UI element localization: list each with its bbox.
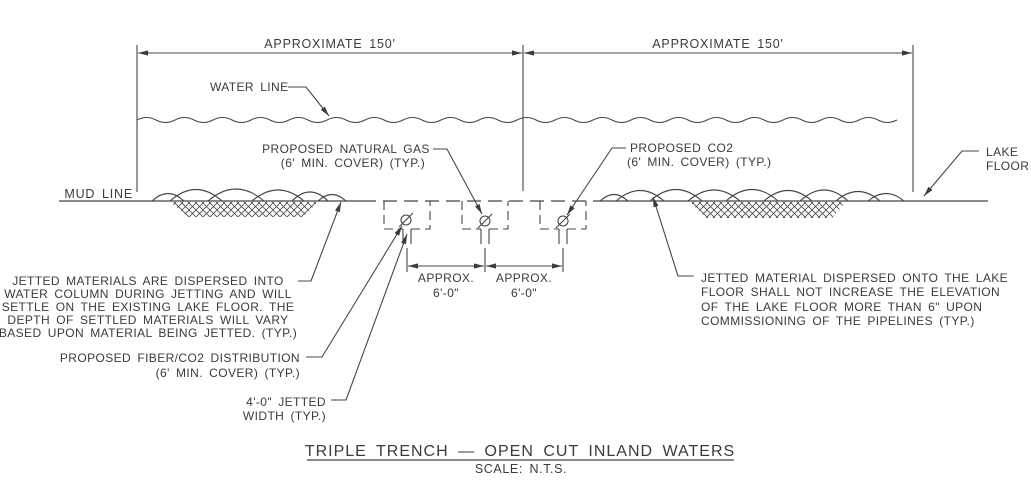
natural-gas-label-line2: (6' MIN. COVER) (TYP.) xyxy=(281,156,425,170)
note-jetted-material-right: JETTED MATERIAL DISPERSED ONTO THE LAKE … xyxy=(652,196,1008,328)
callout-natural-gas: PROPOSED NATURAL GAS (6' MIN. COVER) (TY… xyxy=(262,142,483,215)
trench-2-outline xyxy=(461,201,509,230)
water-surface: WATER LINE xyxy=(136,80,898,124)
pipe-co2 xyxy=(555,213,571,229)
trench-2-jetted-slot xyxy=(480,229,490,244)
fiber-co2-label-line2: (6' MIN. COVER) (TYP.) xyxy=(156,366,300,380)
natural-gas-leader xyxy=(433,148,483,215)
pipe-natural-gas xyxy=(477,213,493,229)
lake-floor-leader xyxy=(923,150,979,197)
scale-note: SCALE: N.T.S. xyxy=(475,462,567,476)
co2-label-line2: (6' MIN. COVER) (TYP.) xyxy=(627,155,771,169)
jetted-width-label-line2: WIDTH (TYP.) xyxy=(243,409,326,423)
left-note-line-4: DEPTH OF SETTLED MATERIALS WILL VARY xyxy=(7,313,288,327)
water-line-label: WATER LINE xyxy=(210,80,289,94)
spacing-2-label-line2: 6'-0" xyxy=(511,286,537,300)
lake-floor-label-line1: LAKE xyxy=(986,145,1018,159)
trenches xyxy=(383,201,587,244)
sediment-mounds-left xyxy=(151,188,347,202)
co2-label-line1: PROPOSED CO2 xyxy=(630,141,733,155)
callout-jetted-width: 4'-0" JETTED WIDTH (TYP.) xyxy=(243,233,408,423)
pipe-3-tick xyxy=(555,213,571,229)
left-note-line-3: SETTLE ON THE EXISTING LAKE FLOOR. THE xyxy=(2,300,294,314)
water-line-wave xyxy=(136,116,898,124)
callout-lake-floor: LAKE FLOOR xyxy=(923,145,1029,197)
spacing-1-label-line1: APPROX. xyxy=(418,271,474,285)
trench-3-outline xyxy=(539,201,587,230)
pipe-1-circle xyxy=(400,214,412,226)
left-note-line-2: WATER COLUMN DURING JETTING AND WILL xyxy=(4,287,292,301)
natural-gas-label-line1: PROPOSED NATURAL GAS xyxy=(262,142,430,156)
jetted-material-right xyxy=(599,188,905,218)
left-note-line-5: BASED UPON MATERIAL BEING JETTED. (TYP.) xyxy=(0,326,297,340)
fiber-co2-leader xyxy=(306,225,403,358)
right-note-line-3: OF THE LAKE FLOOR MORE THAN 6" UPON xyxy=(701,300,982,314)
hatched-sediment-right xyxy=(690,202,846,218)
title-block: TRIPLE TRENCH — OPEN CUT INLAND WATERS S… xyxy=(305,443,735,476)
jetted-material-left xyxy=(151,188,347,217)
right-note-line-1: JETTED MATERIAL DISPERSED ONTO THE LAKE xyxy=(701,271,1008,285)
lake-floor-profile: MUD LINE xyxy=(59,187,988,202)
pipe-1-tick xyxy=(398,212,414,228)
drawing-title: TRIPLE TRENCH — OPEN CUT INLAND WATERS xyxy=(305,443,735,460)
spacing-2-label-line1: APPROX. xyxy=(496,271,552,285)
right-note-leader xyxy=(652,196,694,277)
sediment-mounds-right xyxy=(599,188,905,202)
jetted-width-label-line1: 4'-0" JETTED xyxy=(246,395,326,409)
trench-3-jetted-slot xyxy=(558,229,568,244)
fiber-co2-label-line1: PROPOSED FIBER/CO2 DISTRIBUTION xyxy=(60,351,300,365)
mud-line-label: MUD LINE xyxy=(64,187,133,201)
callout-fiber-co2: PROPOSED FIBER/CO2 DISTRIBUTION (6' MIN.… xyxy=(60,225,403,380)
hatched-sediment-left xyxy=(170,202,318,217)
right-note-line-4: COMMISSIONING OF THE PIPELINES (TYP.) xyxy=(701,314,975,328)
callout-co2: PROPOSED CO2 (6' MIN. COVER) (TYP.) xyxy=(566,141,771,216)
pipe-fiber-co2-distribution xyxy=(398,212,414,228)
water-line-leader xyxy=(288,86,330,117)
trench-spacing-dimensions: APPROX. 6'-0" APPROX. 6'-0" xyxy=(406,248,564,300)
overall-dimensions: APPROXIMATE 150' APPROXIMATE 150' xyxy=(136,37,914,192)
jetted-width-leader xyxy=(331,233,408,401)
left-note-leader xyxy=(298,201,342,282)
dimension-label-right-span: APPROXIMATE 150' xyxy=(652,37,783,51)
dimension-label-left-span: APPROXIMATE 150' xyxy=(264,37,395,51)
lake-floor-label-line2: FLOOR xyxy=(986,159,1029,173)
note-jetted-materials-left: JETTED MATERIALS ARE DISPERSED INTO WATE… xyxy=(0,201,342,340)
pipe-2-circle xyxy=(479,215,491,227)
spacing-1-label-line2: 6'-0" xyxy=(433,286,459,300)
right-note-line-2: FLOOR SHALL NOT INCREASE THE ELEVATION xyxy=(701,285,1000,299)
left-note-line-1: JETTED MATERIALS ARE DISPERSED INTO xyxy=(12,274,284,288)
pipe-3-circle xyxy=(557,215,569,227)
trench-1-outline xyxy=(383,201,431,230)
pipe-2-tick xyxy=(477,213,493,229)
co2-leader xyxy=(566,147,626,216)
